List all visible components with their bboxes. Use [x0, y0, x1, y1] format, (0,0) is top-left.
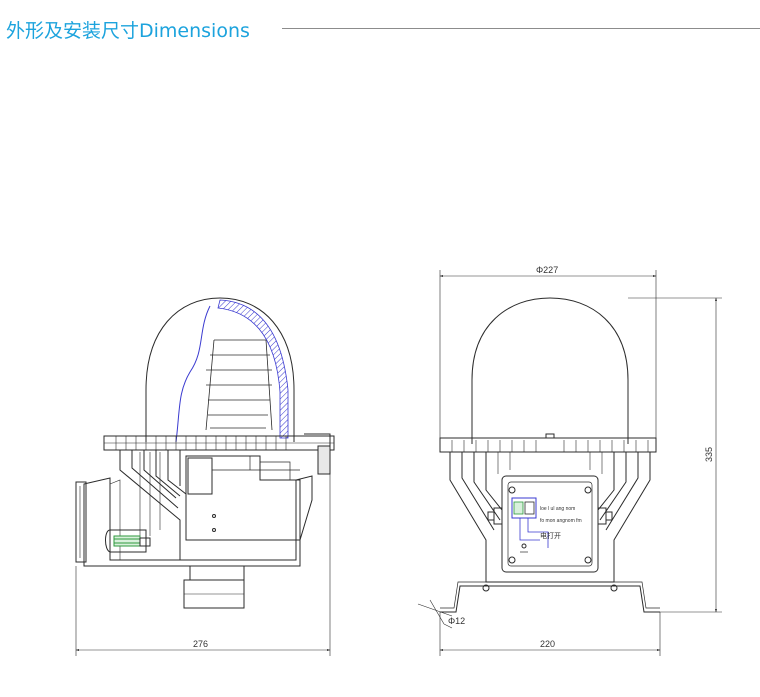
left-lens-hatch: [217, 299, 289, 439]
right-front-view: [439, 297, 660, 613]
left-side-view: [75, 297, 335, 609]
right-mount-bracket: [440, 585, 660, 613]
right-dimension-hole: [417, 599, 453, 629]
right-heatsink-fins: [449, 452, 651, 576]
header: 外形及安装尺寸Dimensions: [0, 14, 760, 44]
right-flange-ribs: [451, 440, 649, 452]
left-section-cut: [175, 305, 211, 443]
terminal-small-text-2: fo mon angnom fm: [540, 518, 582, 524]
right-junction-box: [501, 475, 599, 573]
left-lamp-stack: [205, 339, 273, 431]
right-lower-housing: [485, 572, 615, 583]
left-inner-body: [185, 455, 301, 541]
dim-height-335: 335: [704, 447, 714, 462]
left-dome: [145, 297, 295, 442]
header-rule: [282, 28, 760, 29]
right-dimension-height: [628, 297, 722, 613]
page-title: 外形及安装尺寸Dimensions: [6, 20, 250, 42]
dim-base-220: 220: [540, 639, 555, 649]
dim-diameter-227: Φ227: [536, 265, 558, 275]
right-dome: [471, 297, 629, 444]
left-flange-ribs: [115, 436, 287, 450]
left-dimension-width: [75, 470, 331, 656]
right-terminal-block: [511, 497, 537, 519]
left-cable-gland: [105, 529, 151, 553]
left-inner-plate: [187, 457, 213, 495]
dim-width-276: 276: [193, 639, 208, 649]
left-bottom-mount: [189, 565, 245, 581]
left-side-box: [75, 481, 87, 563]
left-heatsink-fins: [119, 450, 187, 560]
dim-hole-12: Φ12: [448, 616, 465, 626]
terminal-label: 电打开: [540, 531, 561, 540]
right-dimension-base: [439, 612, 661, 656]
terminal-small-text-1: loe l ul ang nom: [540, 506, 575, 512]
